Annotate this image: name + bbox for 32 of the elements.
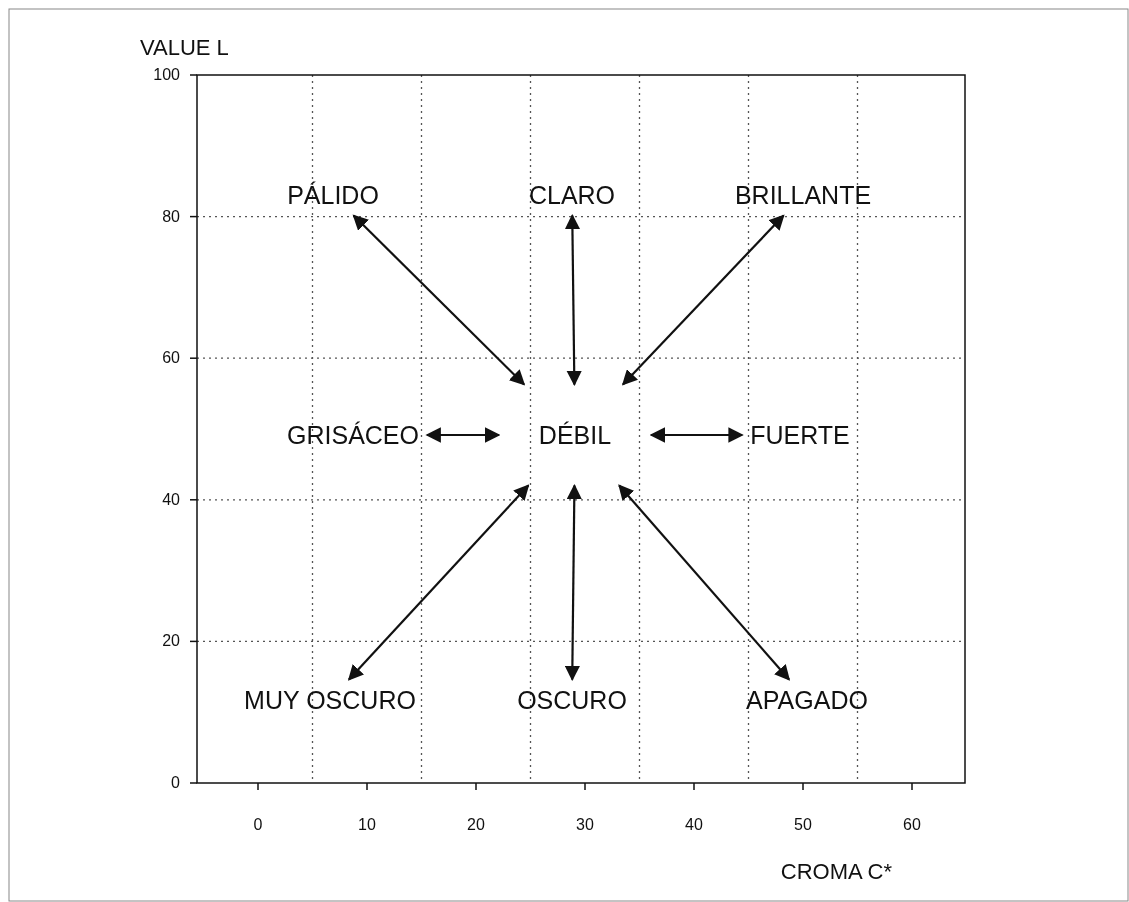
term-label: DÉBIL [498,384,652,486]
tick-label: 0 [171,774,180,792]
double-arrow [564,213,582,387]
tick-label: 80 [162,207,180,226]
axis-title: CROMA C* [780,859,892,885]
term-label: GRISÁCEO [279,414,427,456]
double-arrow [352,214,526,386]
double-arrow [621,214,785,386]
double-arrow [347,484,530,681]
term-label: PÁLIDO [279,174,387,216]
term-label: APAGADO [738,679,876,721]
axis-title: VALUE L [140,35,229,61]
tick-label: 0 [253,816,263,834]
term-label: MUY OSCURO [236,679,424,721]
tick-label: 100 [153,66,180,84]
tick-label: 40 [685,816,703,834]
term-label: OSCURO [509,679,635,721]
term-label: FUERTE [742,414,858,456]
double-arrow [425,427,501,443]
term-label: CLARO [520,174,624,216]
double-arrow [564,483,582,682]
double-arrow [649,427,744,443]
term-label: BRILLANTE [726,174,880,216]
tick-label: 20 [162,632,180,651]
tick-label: 60 [903,816,921,834]
tick-label: 10 [358,816,376,834]
tick-label: 40 [162,490,180,509]
tick-label: 20 [467,816,485,834]
double-arrow [618,484,791,681]
tick-label: 60 [162,349,180,368]
tick-label: 50 [794,816,812,834]
tick-label: 30 [576,816,594,834]
